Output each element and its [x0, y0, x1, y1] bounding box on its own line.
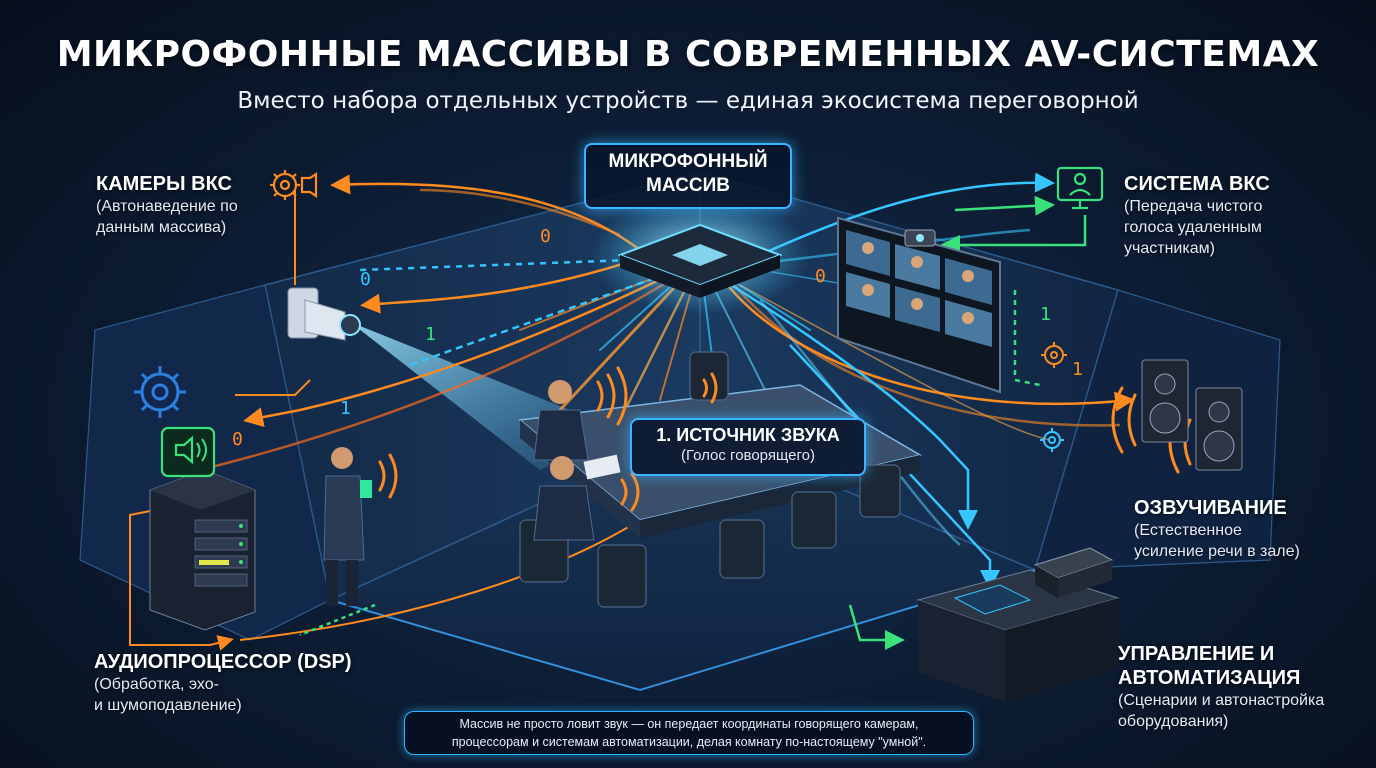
- vks-display: [837, 216, 1001, 394]
- control-desk: [916, 547, 1120, 702]
- dsp-rack: [149, 469, 256, 631]
- control-title2: АВТОМАТИЗАЦИЯ: [1118, 667, 1301, 689]
- mic-array-device[interactable]: [590, 195, 810, 315]
- mic-array-line2: МАССИВ: [646, 175, 730, 196]
- vks-cameras-label: КАМЕРЫ ВКС (Автонаведение по данным масс…: [96, 172, 238, 238]
- control-label: УПРАВЛЕНИЕ И АВТОМАТИЗАЦИЯ (Сценарии и а…: [1118, 642, 1324, 732]
- sound-reinforcement-desc2: усиление речи в зале): [1134, 543, 1300, 560]
- vks-cameras-desc1: (Автонаведение по: [96, 198, 238, 215]
- vks-system-desc2: голоса удаленным: [1124, 219, 1262, 236]
- page-subtitle: Вместо набора отдельных устройств — един…: [237, 88, 1139, 114]
- dsp-desc1: (Обработка, эхо-: [94, 676, 219, 693]
- bit-one: 1: [1040, 304, 1051, 325]
- speaker-icon: [160, 426, 216, 478]
- vks-system-label: СИСТЕМА ВКС (Передача чистого голоса уда…: [1124, 172, 1270, 259]
- vks-system-desc1: (Передача чистого: [1124, 198, 1263, 215]
- gear-icon: [134, 366, 186, 418]
- bit-zero: 0: [815, 266, 826, 287]
- gear-icon-small: [1041, 342, 1067, 368]
- bit-zero: 0: [360, 269, 371, 290]
- vks-cameras-title: КАМЕРЫ ВКС: [96, 173, 232, 195]
- control-desc2: оборудования): [1118, 713, 1229, 730]
- sound-reinforcement-title: ОЗВУЧИВАНИЕ: [1134, 497, 1287, 519]
- gear-camera-icon: [270, 170, 318, 200]
- sound-reinforcement-desc1: (Естественное: [1134, 522, 1242, 539]
- monitor-user-icon: [1056, 166, 1104, 210]
- page-title: МИКРОФОННЫЕ МАССИВЫ В СОВРЕМЕННЫХ AV-СИС…: [56, 34, 1320, 75]
- sound-reinforcement-label: ОЗВУЧИВАНИЕ (Естественное усиление речи …: [1134, 496, 1300, 562]
- sound-source-desc: (Голос говорящего): [681, 447, 815, 464]
- control-title1: УПРАВЛЕНИЕ И: [1118, 643, 1275, 665]
- mic-array-line1: МИКРОФОННЫЙ: [608, 151, 768, 172]
- footnote-line1: Массив не просто ловит звук — он передае…: [459, 717, 919, 731]
- people: [323, 380, 595, 606]
- speakers: [1141, 359, 1243, 471]
- wall-camera: [287, 287, 361, 341]
- mic-array-label[interactable]: МИКРОФОННЫЙ МАССИВ: [584, 143, 792, 209]
- bit-one: 1: [425, 324, 436, 345]
- bit-one: 1: [340, 398, 351, 419]
- room-walls: [79, 171, 1281, 692]
- sound-source-label[interactable]: 1. ИСТОЧНИК ЗВУКА (Голос говорящего): [630, 418, 866, 476]
- vks-cameras-desc2: данным массива): [96, 219, 227, 236]
- dsp-label: АУДИОПРОЦЕССОР (DSP) (Обработка, эхо- и …: [94, 650, 352, 716]
- vks-system-title: СИСТЕМА ВКС: [1124, 173, 1270, 195]
- bit-one: 1: [1072, 359, 1083, 380]
- dsp-title: АУДИОПРОЦЕССОР (DSP): [94, 651, 352, 673]
- binary-marks: 0 0 1 1 0 0 1 1: [232, 226, 1083, 450]
- control-desc1: (Сценарии и автонастройка: [1118, 692, 1325, 709]
- gear-icon-blue: [1040, 428, 1064, 452]
- footnote-box: Массив не просто ловит звук — он передае…: [404, 711, 974, 755]
- vks-system-desc3: участникам): [1124, 240, 1215, 257]
- dsp-desc2: и шумоподавление): [94, 697, 242, 714]
- footnote-line2: процессорам и системам автоматизации, де…: [451, 735, 927, 749]
- sound-source-title: 1. ИСТОЧНИК ЗВУКА: [656, 425, 840, 445]
- bit-zero: 0: [540, 226, 551, 247]
- bit-zero: 0: [232, 429, 243, 450]
